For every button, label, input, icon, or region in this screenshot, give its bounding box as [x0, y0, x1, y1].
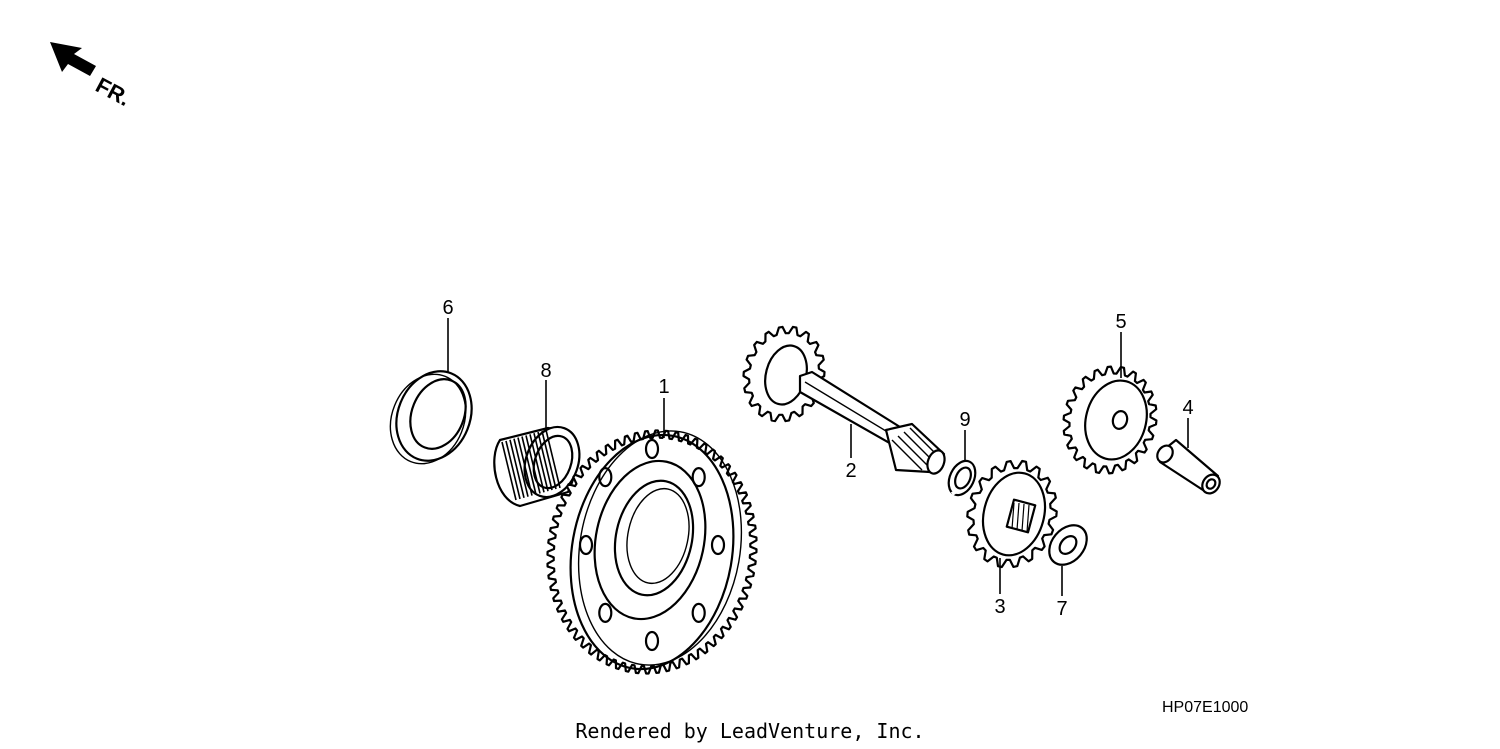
diagram-code: HP07E1000: [1162, 699, 1248, 716]
part-9-circlip[interactable]: [944, 457, 981, 500]
callout-4[interactable]: 4: [1182, 397, 1193, 419]
callout-2[interactable]: 2: [845, 460, 856, 482]
part-2-countershaft[interactable]: [742, 325, 948, 476]
part-4-pin[interactable]: [1154, 438, 1223, 497]
callout-7[interactable]: 7: [1056, 598, 1067, 620]
part-3-spur-gear[interactable]: [966, 459, 1058, 569]
callout-8[interactable]: 8: [540, 360, 551, 382]
part-5-idler-gear[interactable]: [1062, 365, 1158, 475]
callout-3[interactable]: 3: [994, 596, 1005, 618]
part-8-needle-bearing[interactable]: [493, 419, 588, 508]
callout-5[interactable]: 5: [1115, 311, 1126, 333]
part-6-washer-ring[interactable]: [377, 360, 484, 475]
direction-label: FR.: [92, 72, 135, 111]
front-direction-arrow-icon: FR.: [50, 42, 135, 111]
callout-1[interactable]: 1: [658, 376, 669, 398]
callout-6[interactable]: 6: [442, 297, 453, 319]
credit-text: Rendered by LeadVenture, Inc.: [575, 719, 924, 743]
part-7-washer[interactable]: [1042, 518, 1095, 572]
part-1-ring-gear[interactable]: [546, 418, 760, 682]
callout-9[interactable]: 9: [959, 409, 970, 431]
leader-lines: [447, 318, 1189, 596]
